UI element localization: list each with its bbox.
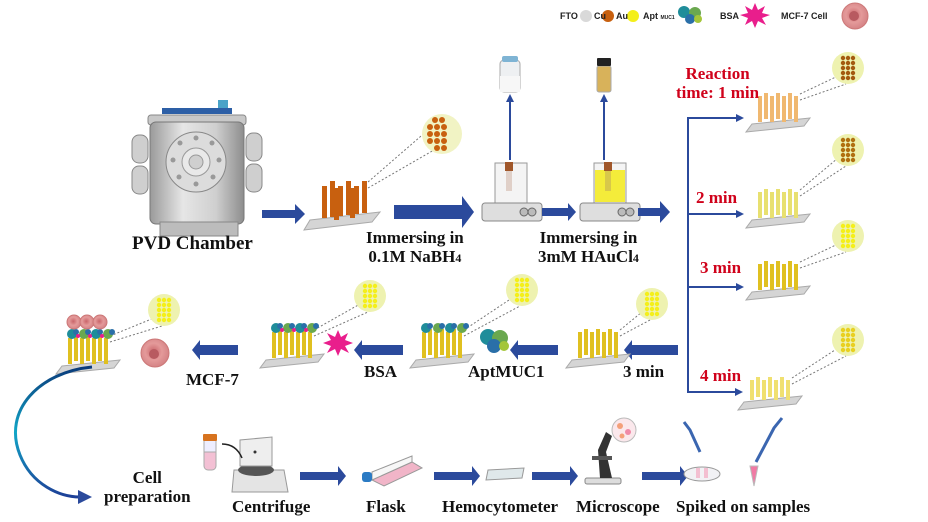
label-reaction-4min: 4 min <box>700 366 742 385</box>
label-reaction-3min: 3 min <box>700 258 742 277</box>
label-reaction-line1: Reaction <box>685 64 750 83</box>
label-cell-prep-line1: Cell <box>132 468 162 487</box>
label-haucl4-formula: 3mM HAuCl <box>538 247 633 266</box>
legend-au-label: Au <box>616 11 628 21</box>
substrate-bsa <box>258 280 386 369</box>
arrow-flask-to-hemocytometer <box>434 466 480 486</box>
label-reaction-title: Reaction time: 1 min <box>676 64 759 102</box>
label-nabh4-formula: 0.1M NaBH <box>368 247 456 266</box>
legend-apt-sub: MUC1 <box>660 15 675 21</box>
legend-fto-dot <box>580 10 592 22</box>
label-haucl4-line1: Immersing in <box>539 228 638 247</box>
cu-nanorods-substrate <box>303 114 462 231</box>
label-immersing-nabh4: Immersing in 0.1M NaBH4 <box>366 228 464 268</box>
legend-aptamer-icon <box>678 6 702 24</box>
legend-bsa-icon <box>740 3 770 28</box>
label-microscope: Microscope <box>576 497 660 516</box>
substrate-3min <box>744 220 864 301</box>
legend-bsa-label: BSA <box>720 11 740 21</box>
free-aptamer-icon <box>480 329 509 353</box>
spiked-samples-icon <box>682 417 784 487</box>
flask-icon <box>362 455 424 487</box>
label-haucl4-line2: 3mM HAuCl4 <box>538 247 639 268</box>
label-nabh4-line2: 0.1M NaBH4 <box>366 247 464 268</box>
arrow-hemocytometer-to-microscope <box>532 466 578 486</box>
arrow-centrifuge-to-flask <box>300 466 346 486</box>
label-nabh4-sub: 4 <box>455 251 462 265</box>
label-hemocytometer: Hemocytometer <box>442 497 559 516</box>
label-mcf7: MCF-7 <box>186 370 239 389</box>
arrow-bsa <box>354 340 403 360</box>
label-pvd-chamber: PVD Chamber <box>132 233 253 254</box>
legend-au-dot <box>627 10 639 22</box>
pvd-chamber-icon <box>131 100 263 237</box>
hemocytometer-icon <box>485 467 525 481</box>
legend-apt-text: Apt <box>643 11 658 21</box>
substrate-3min-row2 <box>564 288 668 369</box>
label-cell-prep-line2: preparation <box>104 487 191 506</box>
free-bsa-icon <box>323 330 353 356</box>
label-haucl4-sub: 4 <box>632 251 639 265</box>
legend-cu-dot <box>602 10 614 22</box>
label-cell-preparation: Cell preparation <box>104 468 191 506</box>
substrate-mcf7 <box>54 294 180 375</box>
label-centrifuge: Centrifuge <box>232 497 311 516</box>
arrow-stirrer-1-to-2 <box>542 203 576 221</box>
label-aptmuc1: AptMUC1 <box>468 362 545 381</box>
legend-apt-label: Apt MUC1 <box>643 11 675 21</box>
substrate-2min <box>744 134 864 229</box>
label-bsa: BSA <box>364 362 398 381</box>
arrow-pvd-to-cu <box>262 204 305 224</box>
substrate-4min <box>736 324 864 411</box>
legend-mcf7-label: MCF-7 Cell <box>781 11 828 21</box>
label-3min: 3 min <box>623 362 665 381</box>
arrow-to-reaction-branch <box>638 201 670 223</box>
label-reaction-2min: 2 min <box>696 188 738 207</box>
substrate-aptmuc1 <box>408 274 538 369</box>
stirrer-nabh4-icon <box>481 56 543 222</box>
label-immersing-haucl4: Immersing in 3mM HAuCl4 <box>538 228 639 268</box>
arrow-mcf7 <box>192 340 238 360</box>
substrate-1min <box>744 52 864 133</box>
centrifuge-icon <box>221 436 289 493</box>
curved-arrow-cell-prep <box>14 365 93 499</box>
reaction-branch-lines <box>687 117 736 393</box>
arrow-immersing-nabh4 <box>394 196 474 228</box>
label-reaction-line2: time: 1 min <box>676 83 760 102</box>
free-mcf7-cell-icon <box>140 338 170 368</box>
microscope-icon <box>584 417 637 485</box>
legend-fto-label: FTO <box>560 11 578 21</box>
label-spiked-on-samples: Spiked on samples <box>676 497 811 516</box>
arrow-3min <box>624 340 678 360</box>
arrow-microscope-to-samples <box>642 466 688 486</box>
label-nabh4-line1: Immersing in <box>366 228 464 247</box>
stirrer-haucl4-icon <box>579 58 641 222</box>
label-flask: Flask <box>366 497 406 516</box>
legend-icons <box>580 2 869 30</box>
legend-cu-label: Cu <box>594 11 606 21</box>
arrow-aptmuc1 <box>510 340 558 360</box>
centrifuge-tube-icon <box>203 434 217 471</box>
